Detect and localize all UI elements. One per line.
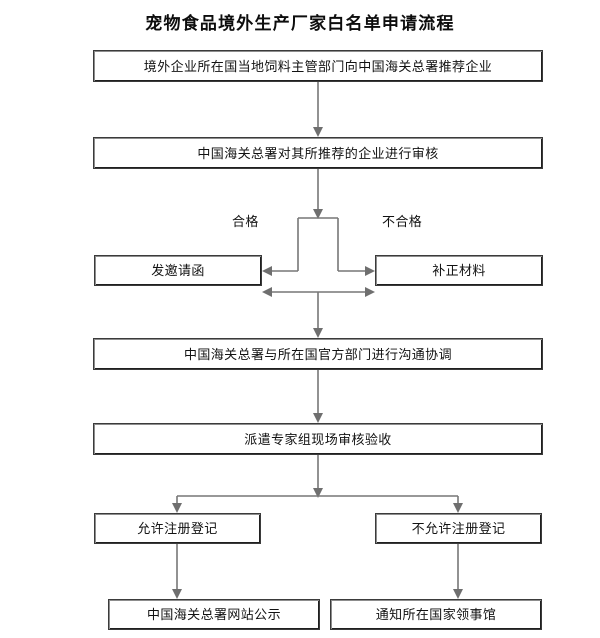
node-notify-consulate[interactable]: 通知所在国家领事馆 bbox=[330, 599, 542, 630]
arrowhead-n7-n9 bbox=[172, 589, 182, 599]
connector-split-u bbox=[297, 217, 339, 271]
node-label: 中国海关总署与所在国官方部门进行沟通协调 bbox=[183, 346, 452, 362]
node-label: 境外企业所在国当地饲料主管部门向中国海关总署推荐企业 bbox=[143, 58, 493, 74]
arrowhead-n1-n2 bbox=[313, 127, 323, 137]
node-label: 不允许注册登记 bbox=[411, 521, 506, 536]
arrowhead-n2-split bbox=[313, 209, 323, 219]
arrowhead-n6-n8 bbox=[453, 503, 463, 513]
arrowhead-n6-n7 bbox=[172, 503, 182, 513]
branch-label-pass: 合格 bbox=[232, 214, 259, 229]
arrowhead-split-n4 bbox=[365, 266, 375, 276]
arrowhead-split-n3 bbox=[262, 266, 272, 276]
node-label: 发邀请函 bbox=[151, 263, 205, 278]
arrowhead-n3-n4-right bbox=[365, 287, 375, 297]
page-title: 宠物食品境外生产厂家白名单申请流程 bbox=[145, 14, 455, 34]
node-label: 通知所在国家领事馆 bbox=[375, 607, 497, 622]
node-label: 派遣专家组现场审核验收 bbox=[244, 431, 392, 447]
node-supplement-materials[interactable]: 补正材料 bbox=[375, 255, 543, 286]
arrowhead-n5-n6 bbox=[313, 413, 323, 423]
node-registration-denied[interactable]: 不允许注册登记 bbox=[375, 513, 542, 544]
node-expert-onsite-audit[interactable]: 派遣专家组现场审核验收 bbox=[93, 423, 543, 455]
arrowhead-n8-n10 bbox=[453, 589, 463, 599]
arrowhead-n3-n4-left bbox=[262, 287, 272, 297]
arrowhead-n6-junction bbox=[313, 488, 323, 498]
branch-label-fail: 不合格 bbox=[382, 214, 423, 229]
node-label: 允许注册登记 bbox=[137, 521, 218, 536]
node-send-invitation[interactable]: 发邀请函 bbox=[94, 255, 262, 286]
node-label: 中国海关总署网站公示 bbox=[146, 607, 281, 622]
node-website-publication[interactable]: 中国海关总署网站公示 bbox=[108, 599, 320, 630]
node-label: 中国海关总署对其所推荐的企业进行审核 bbox=[197, 145, 439, 161]
arrowhead-merge-n5 bbox=[313, 328, 323, 338]
node-customs-coordination[interactable]: 中国海关总署与所在国官方部门进行沟通协调 bbox=[93, 338, 543, 370]
node-customs-review[interactable]: 中国海关总署对其所推荐的企业进行审核 bbox=[93, 137, 543, 169]
node-label: 补正材料 bbox=[432, 263, 486, 278]
node-foreign-recommendation[interactable]: 境外企业所在国当地饲料主管部门向中国海关总署推荐企业 bbox=[93, 50, 543, 82]
node-registration-allowed[interactable]: 允许注册登记 bbox=[94, 513, 261, 544]
